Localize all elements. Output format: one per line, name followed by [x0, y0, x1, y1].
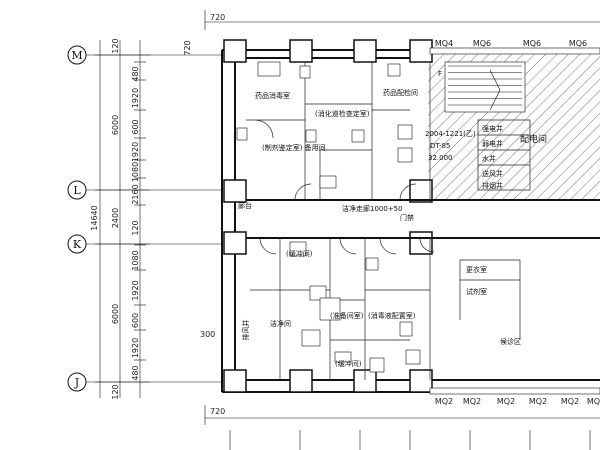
inner-dim-label: 1080 — [131, 250, 140, 270]
window-label-bottom: MQ2 — [529, 397, 547, 406]
dim-bottom-left: 720 — [210, 407, 225, 416]
inner-dim-label: 600 — [131, 313, 140, 328]
hvac-5: 排烟井 — [482, 181, 503, 190]
dim-b: 2400 — [111, 208, 120, 228]
axis-bubble-l: L — [67, 180, 87, 200]
inner-dim-label: 1080 — [131, 162, 140, 182]
svg-text:L: L — [73, 184, 81, 197]
room-labels: 药品消毒室 (制剂鉴定室) 备用间 (消化道检查定室) 药品配检间 洁净走廊10… — [238, 70, 547, 368]
window-labels-bottom: MQ2 MQ2 MQ2 MQ2 MQ2 MQ2 — [435, 397, 600, 406]
dim-bottom: 120 — [111, 384, 120, 399]
inner-dim-label: 1920 — [131, 280, 140, 300]
hvac-4: 送风井 — [482, 169, 503, 178]
dim-top-col: 720 — [183, 40, 192, 55]
room-warehouse: 药品配检间 — [383, 88, 418, 97]
dim-c: 6000 — [111, 304, 120, 324]
svg-text:J: J — [74, 376, 79, 389]
room-clean: 洁净间 — [270, 319, 291, 328]
window-label-bottom: MQ2 — [435, 397, 453, 406]
elec-code: 2004-1221(乙) — [425, 130, 476, 138]
inner-dim-label: 1920 — [131, 88, 140, 108]
dim-top: 120 — [111, 38, 120, 53]
room-mix: (消毒液配置室) — [368, 311, 416, 320]
elevation: 32.000 — [428, 154, 453, 162]
hvac-2: 弱电井 — [482, 139, 503, 148]
room-stair-area: 廊台 — [238, 201, 252, 210]
door-swings — [254, 119, 435, 255]
hvac-1: 强电井 — [482, 124, 503, 133]
windows — [429, 47, 600, 395]
dim-top-left: 720 — [210, 13, 225, 22]
window-label-bottom: MQ2 — [561, 397, 579, 406]
interior-partitions — [246, 62, 531, 380]
inner-dim-label: 600 — [131, 119, 140, 134]
svg-text:M: M — [71, 49, 82, 62]
inner-dim-label: 120 — [131, 220, 140, 235]
staircase — [444, 61, 526, 113]
room-prep: (准备间室) — [330, 311, 364, 320]
window-labels-top: MQ4 MQ6 MQ6 MQ6 — [435, 39, 587, 48]
room-shaft: 排风井 — [241, 320, 250, 341]
dimension-lines — [95, 40, 150, 398]
room-tea: 试剂室 — [466, 287, 487, 296]
columns — [223, 39, 433, 393]
label-f: F — [438, 70, 442, 78]
inner-dimensions: 4801920600192010802160120108019206001920… — [131, 61, 146, 381]
room-rest: 更衣室 — [466, 265, 487, 274]
dim-a: 6000 — [111, 115, 120, 135]
room-disinfect: 药品消毒室 — [255, 91, 290, 100]
window-label-top: MQ6 — [473, 39, 491, 48]
fixtures — [236, 61, 421, 373]
inner-dim-label: 480 — [131, 66, 140, 81]
axis-bubble-j: J — [67, 372, 87, 392]
bottom-ticks — [229, 430, 591, 450]
dim-300: 300 — [200, 330, 215, 339]
dim-total: 14640 — [90, 205, 99, 230]
room-dispense: (消化道检查定室) — [315, 109, 370, 118]
room-buffer: (缓冲间) — [286, 249, 313, 258]
window-label-bottom: MQ2 — [497, 397, 515, 406]
window-label-top: MQ4 — [435, 39, 453, 48]
inner-dim-label: 480 — [131, 365, 140, 380]
room-corridor: 洁净走廊1000+50 — [342, 204, 403, 213]
room-buffer2: (缓冲间) — [335, 359, 362, 368]
hvac-3: 水井 — [482, 154, 496, 163]
room-spare: (制剂鉴定室) 备用间 — [262, 143, 326, 152]
window-label-bottom: MQ2 — [587, 397, 600, 406]
inner-dim-label: 1920 — [131, 338, 140, 358]
window-label-top: MQ6 — [569, 39, 587, 48]
room-elec: 配电间 — [520, 133, 547, 145]
axis-bubble-k: K — [67, 234, 87, 254]
axis-bubble-m: M — [67, 45, 87, 65]
window-label-top: MQ6 — [523, 39, 541, 48]
window-label-bottom: MQ2 — [463, 397, 481, 406]
elec-code2: DT-85 — [430, 142, 450, 150]
room-waiting: 候诊区 — [500, 337, 521, 346]
svg-text:K: K — [73, 238, 82, 251]
room-door: 门禁 — [400, 213, 414, 222]
inner-dim-label: 1920 — [131, 142, 140, 162]
inner-dim-label: 2160 — [131, 184, 140, 204]
